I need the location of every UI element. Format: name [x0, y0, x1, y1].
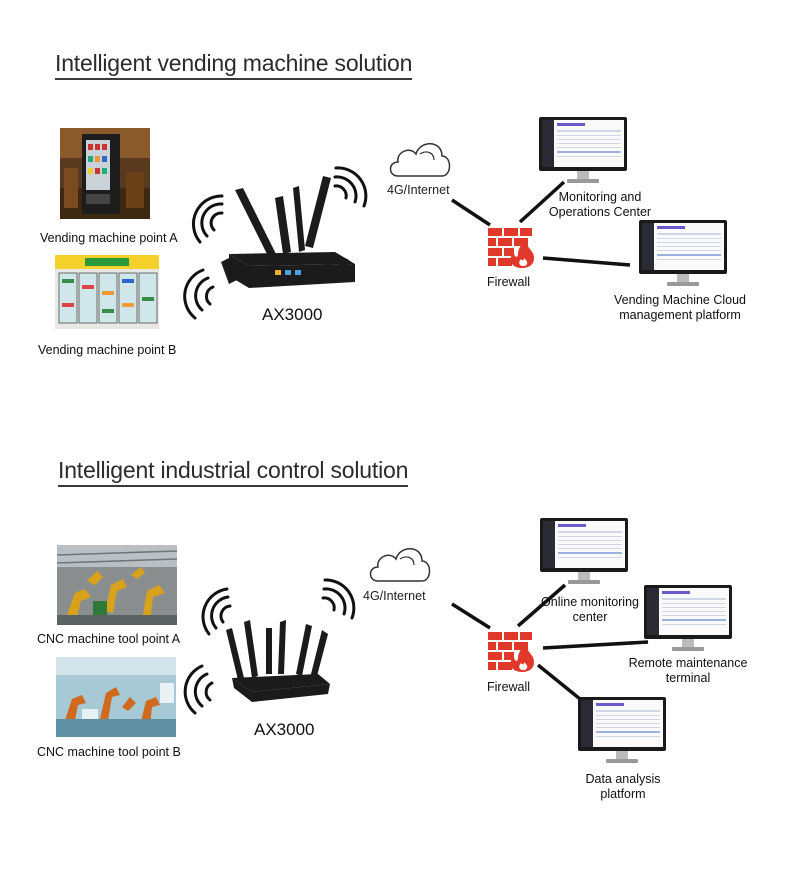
line-cloud-firewall-1: [451, 198, 491, 227]
section2-title: Intelligent industrial control solution: [58, 457, 408, 487]
network-label-1: 4G/Internet: [387, 183, 450, 197]
monitor-label-1: Monitoring and Operations Center: [548, 190, 652, 219]
firewall-icon-2: [488, 632, 534, 672]
line-cloud-firewall-2: [451, 602, 491, 630]
cnc-point-b-label: CNC machine tool point B: [37, 745, 181, 759]
wifi-arc: [209, 211, 224, 232]
monitor-label-4: Remote maintenance terminal: [628, 656, 748, 685]
cnc-point-a-label: CNC machine tool point A: [37, 632, 181, 646]
router-icon-2: [226, 620, 330, 702]
monitor-label-3: Online monitoring center: [541, 595, 639, 624]
line-firewall-online: [516, 583, 567, 628]
router-model-2: AX3000: [254, 720, 315, 739]
monitor-icon-1: [539, 117, 627, 183]
line-firewall-monitor-2: [542, 256, 631, 267]
monitor-label-5: Data analysis platform: [585, 772, 661, 801]
vending-photo-a: [60, 128, 150, 219]
monitor-icon-5: [578, 697, 666, 763]
firewall-label-1: Firewall: [487, 275, 531, 289]
line-firewall-monitor-1: [518, 180, 566, 224]
firewall-label-2: Firewall: [487, 680, 531, 694]
firewall-icon-1: [488, 228, 534, 268]
vending-photo-b: [55, 255, 159, 329]
monitor-label-2: Vending Machine Cloud management platfor…: [613, 293, 747, 322]
router-icon-1: [221, 176, 355, 288]
vending-point-a-label: Vending machine point A: [40, 231, 178, 245]
monitor-icon-2: [639, 220, 727, 286]
line-firewall-remote: [542, 640, 649, 650]
line-firewall-analysis: [536, 663, 587, 705]
vending-point-b-label: Vending machine point B: [38, 343, 177, 357]
cnc-photo-a: [57, 545, 177, 625]
network-label-2: 4G/Internet: [363, 589, 426, 603]
cnc-photo-b: [56, 657, 176, 737]
section1-title: Intelligent vending machine solution: [55, 50, 412, 80]
router-model-1: AX3000: [262, 305, 323, 324]
monitor-icon-4: [644, 585, 732, 651]
cloud-icon-2: [369, 548, 431, 582]
cloud-icon-1: [389, 143, 451, 177]
monitor-icon-3: [540, 518, 628, 584]
